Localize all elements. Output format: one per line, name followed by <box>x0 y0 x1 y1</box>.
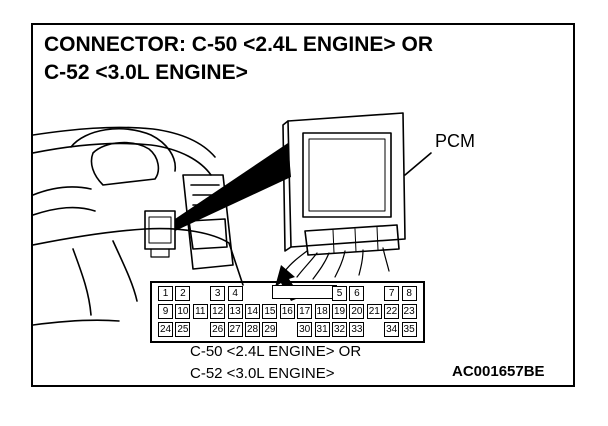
connector-pin-7: 7 <box>384 286 400 301</box>
connector-pin-22: 22 <box>384 304 400 319</box>
gauge-cluster-outline <box>90 141 160 186</box>
connector-pin-19: 19 <box>332 304 347 319</box>
connector-pin-11: 11 <box>192 304 208 319</box>
connector-pin-33: 33 <box>349 322 365 337</box>
knee-panel <box>72 240 138 316</box>
connector-pin-15: 15 <box>262 304 278 319</box>
pcm-module-face <box>302 132 392 218</box>
connector-pin-32: 32 <box>332 322 347 337</box>
connector-pin-18: 18 <box>314 304 330 319</box>
connector-pin-1: 1 <box>158 286 173 301</box>
connector-pin-8: 8 <box>401 286 417 301</box>
pcm-location-connector <box>150 248 170 258</box>
connector-pin-5: 5 <box>332 286 347 301</box>
location-pointer-wedge <box>175 143 291 231</box>
dashboard-upper-contour <box>33 142 212 176</box>
connector-pin-2: 2 <box>175 286 191 301</box>
pcm-label-leader <box>404 152 432 176</box>
connector-pin-24: 24 <box>158 322 173 337</box>
connector-pin-31: 31 <box>314 322 330 337</box>
pcm-connector-block <box>304 224 400 256</box>
connector-pin-35: 35 <box>401 322 417 337</box>
dashboard-top-edge <box>33 126 216 158</box>
connector-pin-13: 13 <box>227 304 243 319</box>
pcm-label: PCM <box>435 131 475 151</box>
center-console <box>182 174 234 270</box>
console-switch-panel <box>188 218 228 250</box>
steering-column <box>33 186 96 216</box>
pcm-location-inner <box>148 216 172 244</box>
connector-pin-28: 28 <box>245 322 260 337</box>
connector-pin-3: 3 <box>210 286 226 301</box>
pcm-module-face-inner <box>308 138 386 212</box>
pcm-module-outline <box>287 112 406 248</box>
connector-pin-17: 17 <box>297 304 313 319</box>
title-line-2: C-52 <3.0L ENGINE> <box>44 61 248 84</box>
dashboard-pcm-illustration <box>33 112 432 326</box>
connector-pin-23: 23 <box>401 304 417 319</box>
connector-caption-line-2: C-52 <3.0L ENGINE> <box>190 365 335 382</box>
pcm-wire-harness <box>284 247 390 280</box>
pcm-connector-dividers <box>332 226 379 254</box>
connector-pin-6: 6 <box>349 286 365 301</box>
connector-pin-10: 10 <box>175 304 191 319</box>
connector-pin-26: 26 <box>210 322 226 337</box>
connector-caption-line-1: C-50 <2.4L ENGINE> OR <box>190 343 362 360</box>
connector-pin-21: 21 <box>366 304 382 319</box>
dashboard-lower-edge <box>33 227 244 286</box>
connector-pin-4: 4 <box>227 286 243 301</box>
diagram-title: CONNECTOR: C-50 <2.4L ENGINE> OR C-52 <3… <box>44 31 564 87</box>
title-line-1: CONNECTOR: C-50 <2.4L ENGINE> OR <box>44 33 433 56</box>
connector-pin-30: 30 <box>297 322 313 337</box>
connector-keyway <box>272 285 337 299</box>
instrument-hood <box>70 128 176 172</box>
connector-pin-9: 9 <box>158 304 173 319</box>
connector-pin-20: 20 <box>349 304 365 319</box>
connector-pin-25: 25 <box>175 322 191 337</box>
diagram-frame: CONNECTOR: C-50 <2.4L ENGINE> OR C-52 <3… <box>31 23 575 387</box>
connector-pin-16: 16 <box>279 304 295 319</box>
connector-pin-12: 12 <box>210 304 226 319</box>
connector-pin-29: 29 <box>262 322 278 337</box>
floor-line <box>33 319 120 326</box>
connector-pin-34: 34 <box>384 322 400 337</box>
connector-pin-14: 14 <box>245 304 260 319</box>
figure-code: AC001657BE <box>452 363 545 380</box>
pcm-module-side <box>282 120 292 252</box>
connector-pin-27: 27 <box>227 322 243 337</box>
